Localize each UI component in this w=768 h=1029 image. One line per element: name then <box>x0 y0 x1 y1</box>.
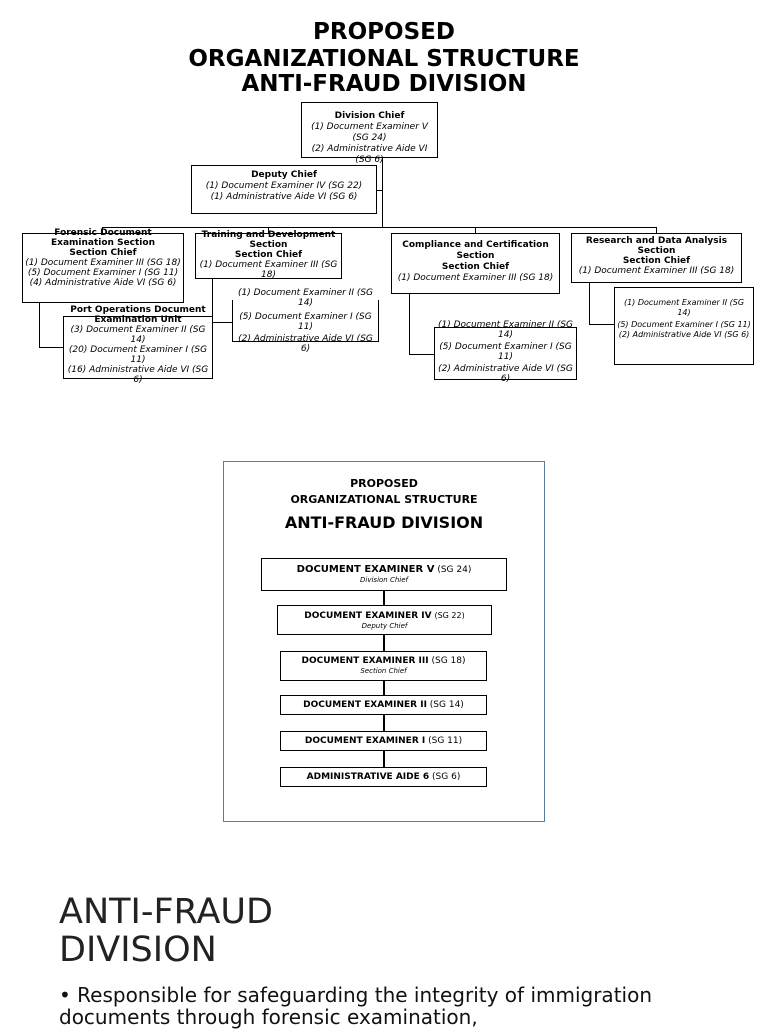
compliance-sub-line1: (1) Document Examiner II (SG 14) <box>437 320 574 340</box>
forensic-line3: (4) Administrative Aide VI (SG 6) <box>29 278 177 288</box>
rank-box-5: DOCUMENT EXAMINER I (SG 11) <box>280 731 487 751</box>
rank-1-name: DOCUMENT EXAMINER V <box>296 564 435 575</box>
deputy-chief-line2: (1) Administrative Aide VI (SG 6) <box>210 192 358 202</box>
rank-5-sg: (SG 11) <box>428 736 463 746</box>
training-sub-line1: (1) Document Examiner II (SG 14) <box>237 288 374 308</box>
section-title: ANTI-FRAUD DIVISION <box>59 893 273 969</box>
rank-box-6: ADMINISTRATIVE AIDE 6 (SG 6) <box>280 767 487 787</box>
deputy-chief-box: Deputy Chief (1) Document Examiner IV (S… <box>191 165 377 214</box>
rank-1-role: Division Chief <box>360 576 408 584</box>
research-title-1: Research and Data Analysis <box>585 236 728 246</box>
research-sub-line1: (1) Document Examiner II (SG 14) <box>623 298 745 317</box>
section-title-line1: ANTI-FRAUD <box>59 892 273 932</box>
bullet-marker: • <box>59 983 71 1007</box>
connector-training-v <box>212 250 213 322</box>
research-title-2: Section <box>637 246 676 256</box>
connector-forensic <box>102 227 103 234</box>
compliance-title-2: Section <box>456 251 495 261</box>
rank-box-2: DOCUMENT EXAMINER IV (SG 22) Deputy Chie… <box>277 605 492 635</box>
rank-1-sg: (SG 24) <box>437 565 472 575</box>
compliance-line1: (1) Document Examiner III (SG 18) <box>397 273 554 283</box>
rank-2-role: Deputy Chief <box>361 622 408 630</box>
deputy-chief-title: Deputy Chief <box>251 170 317 180</box>
compliance-title-1: Compliance and Certification <box>402 240 549 250</box>
research-subunit-box: (1) Document Examiner II (SG 14) (5) Doc… <box>614 287 754 365</box>
compliance-sub-line2: (5) Document Examiner I (SG 11) <box>439 342 572 362</box>
compliance-subunit-box: (1) Document Examiner II (SG 14) (5) Doc… <box>434 320 577 384</box>
port-line2: (20) Document Examiner I (SG 11) <box>68 345 208 365</box>
training-sub-line2: (5) Document Examiner I (SG 11) <box>239 312 372 332</box>
connector-research <box>656 227 657 234</box>
training-title-1: Training and Development <box>201 230 336 240</box>
section-title-line2: DIVISION <box>59 930 217 970</box>
rank-6-name: ADMINISTRATIVE AIDE 6 <box>306 772 430 782</box>
training-sub-line3: (2) Administrative Aide VI (SG 6) <box>238 334 373 354</box>
forensic-line1: (1) Document Examiner III (SG 18) <box>25 258 181 268</box>
rank-structure-panel: PROPOSED ORGANIZATIONAL STRUCTURE ANTI-F… <box>223 461 545 822</box>
research-sub-line3: (2) Administrative Aide VI (SG 6) <box>618 330 750 339</box>
division-chief-title: Division Chief <box>334 111 405 121</box>
connector-chief-trunk <box>382 158 383 227</box>
training-title-3: Section Chief <box>234 250 303 260</box>
rank-6-sg: (SG 6) <box>432 772 461 782</box>
rank-5-name: DOCUMENT EXAMINER I <box>304 736 426 746</box>
training-title-2: Section <box>249 240 288 250</box>
training-section-box: Training and Development Section Section… <box>195 230 342 280</box>
chart-title-line2: ORGANIZATIONAL STRUCTURE <box>188 46 580 72</box>
port-line1: (3) Document Examiner II (SG 14) <box>70 325 206 345</box>
training-line1: (1) Document Examiner III (SG 18) <box>199 260 338 280</box>
connector-research-h <box>589 324 614 325</box>
forensic-title-1: Forensic Document <box>54 228 152 238</box>
port-operations-box: Port Operations Document Examination Uni… <box>63 305 213 385</box>
bullet-text: Responsible for safeguarding the integri… <box>59 983 652 1029</box>
rank-connector <box>383 590 385 775</box>
division-chief-line2: (2) Administrative Aide VI (SG 6) <box>311 144 428 165</box>
port-title-1: Port Operations Document <box>70 305 206 315</box>
rank-4-name: DOCUMENT EXAMINER II <box>303 700 427 710</box>
compliance-title-3: Section Chief <box>441 262 510 272</box>
training-subunit-box: (1) Document Examiner II (SG 14) (5) Doc… <box>232 288 379 354</box>
division-chief-box: Division Chief (1) Document Examiner V (… <box>301 102 438 165</box>
deputy-chief-line1: (1) Document Examiner IV (SG 22) <box>205 181 363 191</box>
compliance-sub-line3: (2) Administrative Aide VI (SG 6) <box>438 364 573 384</box>
connector-deputy <box>377 190 382 191</box>
connector-port-v <box>39 303 40 347</box>
chart-title-line1: PROPOSED <box>313 19 455 45</box>
forensic-line2: (5) Document Examiner I (SG 11) <box>27 268 179 278</box>
research-line1: (1) Document Examiner III (SG 18) <box>578 266 735 276</box>
research-title-3: Section Chief <box>622 256 691 266</box>
connector-compliance-h <box>409 354 434 355</box>
forensic-title-2: Examination Section <box>51 238 155 248</box>
port-title-2: Examination Unit <box>94 315 182 325</box>
connector-sections-bar <box>102 227 657 228</box>
rank-box-4: DOCUMENT EXAMINER II (SG 14) <box>280 695 487 715</box>
rank-4-sg: (SG 14) <box>429 700 464 710</box>
rank-3-sg: (SG 18) <box>431 656 466 666</box>
connector-compliance-v <box>409 294 410 354</box>
rank-box-1: DOCUMENT EXAMINER V (SG 24) Division Chi… <box>261 558 507 591</box>
research-sub-line2: (5) Document Examiner I (SG 11) <box>617 320 751 329</box>
forensic-section-box: Forensic Document Examination Section Se… <box>22 228 184 303</box>
bullet-item: • Responsible for safeguarding the integ… <box>59 984 749 1028</box>
panel-title-line2: ORGANIZATIONAL STRUCTURE <box>290 493 478 506</box>
panel-title-line3: ANTI-FRAUD DIVISION <box>284 513 484 532</box>
rank-2-sg: (SG 22) <box>434 611 465 620</box>
chart-title-line3: ANTI-FRAUD DIVISION <box>241 71 527 97</box>
rank-2-name: DOCUMENT EXAMINER IV <box>304 611 432 621</box>
rank-3-name: DOCUMENT EXAMINER III <box>301 656 429 666</box>
connector-port-h <box>39 347 63 348</box>
compliance-section-box: Compliance and Certification Section Sec… <box>391 233 560 294</box>
rank-3-role: Section Chief <box>360 667 407 675</box>
research-section-box: Research and Data Analysis Section Secti… <box>571 233 742 283</box>
connector-research-v <box>589 283 590 324</box>
connector-training-h <box>212 322 232 323</box>
division-chief-line1: (1) Document Examiner V (SG 24) <box>311 122 428 143</box>
rank-box-3: DOCUMENT EXAMINER III (SG 18) Section Ch… <box>280 651 487 681</box>
forensic-title-3: Section Chief <box>69 248 137 258</box>
connector-training <box>268 227 269 234</box>
connector-compliance <box>475 227 476 234</box>
port-line3: (16) Administrative Aide VI (SG 6) <box>67 365 209 385</box>
panel-title-line1: PROPOSED <box>350 477 418 490</box>
